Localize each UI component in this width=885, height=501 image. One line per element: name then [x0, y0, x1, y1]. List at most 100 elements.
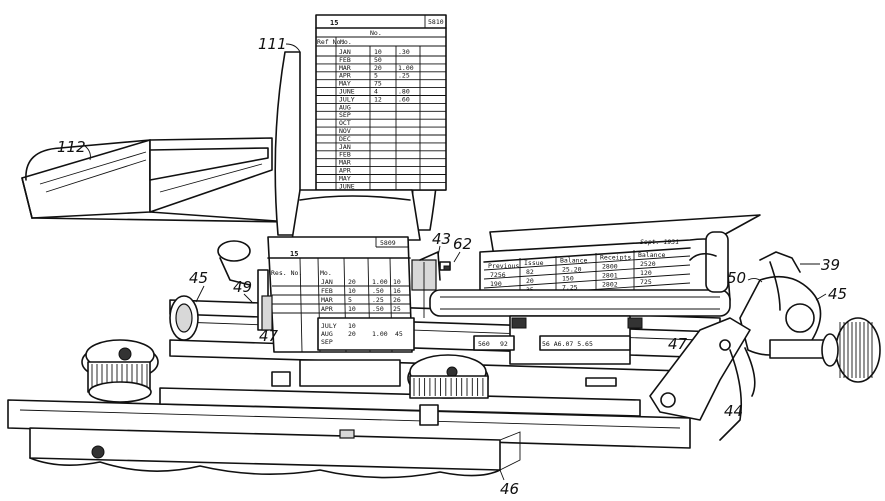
top-card-month: MAR	[339, 64, 351, 72]
top-card-qty: 20	[374, 64, 382, 72]
front-card-col-res: Res. No.	[271, 269, 302, 277]
top-card-month: APR	[339, 167, 351, 175]
top-card-month: JULY	[339, 95, 355, 103]
ledger-cell: 7256	[490, 271, 506, 279]
carriage-left-readout: 560	[478, 340, 490, 348]
top-card-number: 15	[330, 19, 338, 27]
top-card-month: FEB	[339, 151, 351, 159]
ref-50: 50	[727, 269, 746, 287]
front-card-cell: 1.00	[372, 278, 388, 286]
top-card-month: OCT	[339, 119, 351, 127]
ref-49: 49	[233, 278, 252, 296]
card-tray-112	[21, 137, 291, 223]
ledger-date: Sept. 1931	[640, 238, 679, 246]
front-card-cell: .50	[372, 305, 384, 313]
front-card-cell: JAN	[321, 278, 333, 286]
front-card-lower-cell: AUG	[321, 330, 333, 338]
front-card-corner: 5809	[380, 239, 396, 247]
ref-45-left: 45	[189, 269, 208, 287]
ledger-cell: 25.20	[562, 265, 582, 273]
front-card-cell: 5	[348, 296, 352, 304]
top-card-month: AUG	[339, 103, 351, 111]
top-card-amount: .60	[398, 95, 410, 103]
ledger-header: Previous	[488, 262, 519, 270]
right-mechanism	[649, 251, 881, 441]
detail-marks	[257, 261, 617, 387]
ledger-cell: 725	[640, 278, 652, 286]
top-card-month: APR	[339, 72, 351, 80]
top-card-corner: 5810	[428, 18, 444, 26]
ledger-cell: 20	[526, 277, 534, 285]
ref-44: 44	[724, 402, 743, 420]
front-card-cell: MAR	[321, 296, 333, 304]
top-card-col-ref: Ref No.	[317, 38, 344, 46]
front-card-lower-cell: 10	[348, 322, 356, 330]
front-card-number: 15	[290, 250, 298, 258]
top-card-month: JAN	[339, 143, 351, 151]
ledger-cell: 82	[526, 268, 534, 276]
ref-112: 112	[57, 138, 86, 156]
ref-46: 46	[500, 480, 519, 498]
top-card-month: MAY	[339, 174, 351, 182]
front-card-cell: 16	[393, 287, 401, 295]
reference-labels: 111 112 43 62 45 49 47 50 39 45 47 44 46	[57, 35, 847, 498]
top-card-col-mo: Mo.	[340, 38, 352, 46]
top-card-month: SEP	[339, 111, 351, 119]
front-card-lower-cell: 45	[395, 330, 403, 338]
front-card-cell: 10	[393, 278, 401, 286]
ref-45-right: 45	[828, 285, 847, 303]
ledger-cell: 2520	[640, 260, 656, 268]
front-card-cell: 10	[348, 305, 356, 313]
ref-47-left: 47	[259, 327, 279, 345]
top-card-qty: 10	[374, 48, 382, 56]
ledger-header: Issue	[524, 259, 544, 267]
top-card-amount: 1.00	[398, 64, 414, 72]
ref-43: 43	[432, 230, 451, 248]
ledger-header: Balance	[560, 256, 587, 264]
top-card-amount: .25	[398, 72, 410, 80]
ledger-cell: 2802	[602, 281, 618, 289]
front-card-cell: .50	[372, 287, 384, 295]
ledger-cell: 120	[640, 269, 652, 277]
top-card-month: JUNE	[339, 88, 355, 96]
top-card-month: JUNE	[339, 182, 355, 190]
front-card-cell: 10	[348, 287, 356, 295]
front-card-lower-cell: 1.00	[372, 330, 388, 338]
ref-111: 111	[258, 35, 287, 53]
top-card-month: NOV	[339, 127, 351, 135]
ledger-cell: 2801	[602, 272, 618, 280]
carriage-right-readout: 92	[500, 340, 508, 348]
front-card-cell: 20	[348, 278, 356, 286]
ledger-cell: 7.25	[562, 283, 578, 291]
carriage-strip: 56 A6.07 5.65	[542, 340, 593, 348]
ledger-header: Receipts	[600, 254, 631, 262]
top-card-qty: 4	[374, 88, 378, 96]
ledger-cell: 2800	[602, 263, 618, 271]
front-card-lower-cell: SEP	[321, 338, 333, 346]
ref-62: 62	[453, 235, 472, 253]
front-card-cell: FEB	[321, 287, 333, 295]
top-card-amount: .30	[398, 48, 410, 56]
front-card-cell: .25	[372, 296, 384, 304]
top-card-month: JAN	[339, 48, 351, 56]
ref-47-right: 47	[668, 335, 688, 353]
top-card-month: MAY	[339, 80, 351, 88]
front-card-cell: 25	[393, 305, 401, 313]
top-card-qty: 12	[374, 95, 382, 103]
top-card-qty: 75	[374, 80, 382, 88]
top-card-qty: 5	[374, 72, 378, 80]
front-card-cell: 26	[393, 296, 401, 304]
top-card-month: DEC	[339, 135, 351, 143]
front-card-lower-cell: 20	[348, 330, 356, 338]
ledger-cell: 150	[562, 274, 574, 282]
top-card-month: MAR	[339, 159, 351, 167]
front-card-lower-cell: JULY	[321, 322, 337, 330]
top-card-month: FEB	[339, 56, 351, 64]
ledger-cell: 190	[490, 280, 502, 288]
